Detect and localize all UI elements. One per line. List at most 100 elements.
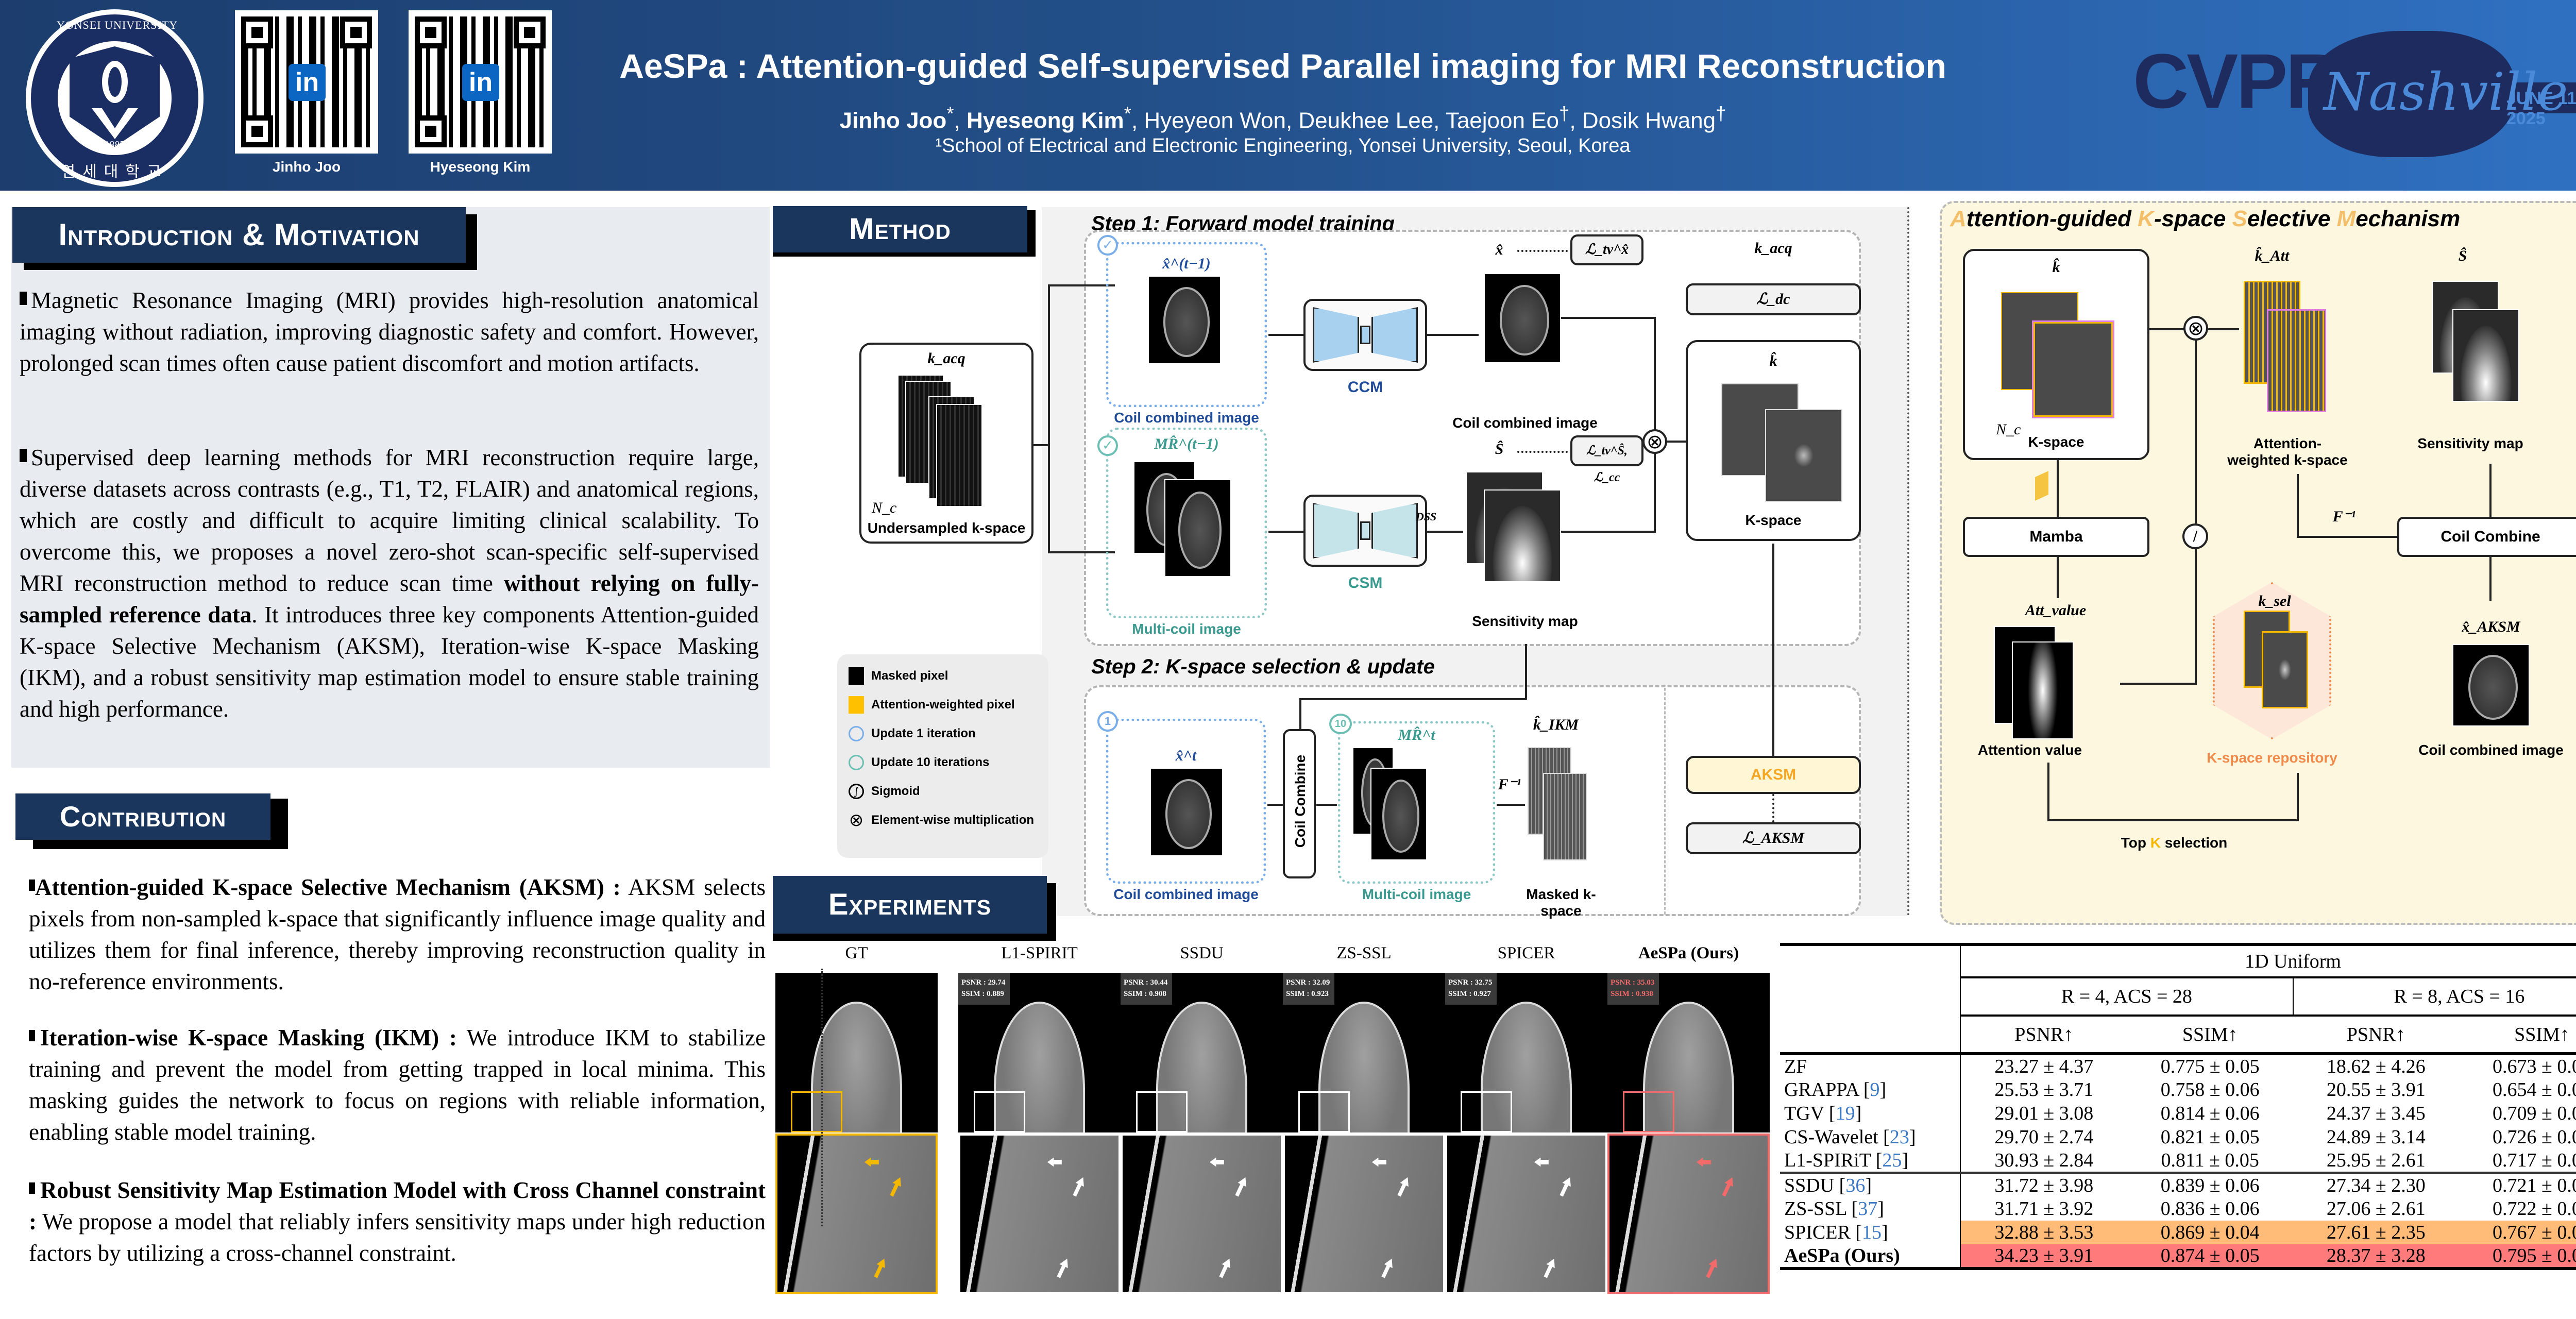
logo-date-text: JUNE 11-15, 2025 — [2506, 89, 2576, 128]
table-cell: 0.654 ± 0.07 — [2493, 1079, 2576, 1101]
citation-link[interactable]: 25 — [1882, 1149, 1902, 1171]
experiments-heading: Experiments — [773, 876, 1056, 941]
column-header: SPICER — [1497, 944, 1555, 962]
method-heading: Method — [773, 206, 1036, 257]
zoomed-region-image — [958, 1134, 1121, 1294]
yonsei-university-seal: YONSEI UNIVERSITY 1885 연세대학교 — [26, 9, 204, 187]
kspace-output-box: k̂ K-space — [1686, 340, 1861, 541]
poster-title: AeSPa : Attention-guided Self-supervised… — [619, 47, 1946, 85]
zoomed-region-image — [1607, 1134, 1770, 1294]
method-name: CS-Wavelet [23] — [1780, 1125, 1961, 1149]
zoomed-region-image — [1445, 1134, 1607, 1294]
table-cell: 0.836 ± 0.06 — [2160, 1198, 2260, 1220]
table-cell: 0.721 ± 0.07 — [2493, 1175, 2576, 1196]
table-cell: 0.874 ± 0.05 — [2127, 1244, 2293, 1269]
introduction-heading: Introduction & Motivation — [12, 207, 477, 270]
arrow-icon — [1209, 1157, 1224, 1167]
cvpr-nashville-logo: CVPR Nashville JUNE 11-15, 2025 — [2128, 31, 2576, 160]
kspace-slice — [2032, 320, 2114, 418]
method-legend: Masked pixel Attention-weighted pixel Up… — [837, 654, 1048, 858]
table-cell: 23.27 ± 4.37 — [1994, 1056, 2094, 1077]
element-wise-multiplication-icon: ⊗ — [2183, 316, 2208, 341]
update-10-iterations-icon: ✓ — [1097, 435, 1118, 456]
table-cell: 0.869 ± 0.04 — [2127, 1221, 2293, 1244]
mri-image — [1164, 479, 1231, 577]
sensitivity-map-image — [2452, 309, 2519, 402]
author-mark: * — [1124, 103, 1131, 124]
table-cell: 0.722 ± 0.07 — [2493, 1198, 2576, 1220]
mri-image — [1484, 273, 1561, 363]
metric-header: SSIM↑ — [2459, 1014, 2576, 1054]
coil-combined-output-box — [1106, 719, 1266, 884]
qr-code-jinho-joo[interactable]: in — [235, 10, 378, 154]
roi-box — [1298, 1091, 1350, 1132]
author-mark: * — [946, 103, 954, 124]
arrow-icon — [1395, 1175, 1412, 1198]
seal-korean: 연세대학교 — [61, 163, 168, 180]
roi-box — [1136, 1091, 1188, 1132]
arrow-icon — [1371, 1157, 1386, 1167]
zoomed-region-image — [1283, 1134, 1445, 1294]
kspace-slice — [1765, 409, 1842, 502]
table-cell: 0.767 ± 0.05 — [2459, 1221, 2576, 1244]
column-header: L1-SPIRIT — [1001, 944, 1078, 962]
author-name: Dosik Hwang — [1582, 108, 1716, 133]
arrow-icon — [887, 1175, 904, 1198]
citation-link[interactable]: 15 — [1861, 1222, 1882, 1243]
citation-link[interactable]: 37 — [1858, 1198, 1878, 1220]
qr-label: Jinho Joo — [272, 159, 341, 175]
arrow-icon — [1217, 1257, 1234, 1279]
citation-link[interactable]: 23 — [1889, 1126, 1909, 1148]
legend-item: ⊗Element-wise multiplication — [849, 810, 1035, 831]
top-k-selection-label: Top K selection — [2121, 835, 2228, 851]
table-cell: 20.55 ± 3.91 — [2326, 1079, 2426, 1101]
intro-paragraph-1: Magnetic Resonance Imaging (MRI) provide… — [20, 288, 759, 376]
legend-item: ∫Sigmoid — [837, 777, 1048, 806]
table-corner — [1780, 1016, 1961, 1054]
contribution-item: Robust Sensitivity Map Estimation Model … — [29, 1177, 766, 1266]
arrow-icon — [1055, 1257, 1072, 1279]
table-cell: 0.814 ± 0.06 — [2160, 1103, 2260, 1124]
citation-link[interactable]: 19 — [1835, 1103, 1855, 1124]
method-name: SPICER [15] — [1780, 1221, 1961, 1244]
step2-title: Step 2: K-space selection & update — [1091, 655, 1435, 678]
table-cell: 0.839 ± 0.06 — [2160, 1175, 2260, 1196]
metric-header: PSNR↑ — [2293, 1014, 2459, 1054]
table-cell: 24.37 ± 3.45 — [2326, 1103, 2426, 1124]
arrow-icon — [1534, 1157, 1549, 1167]
multicoil-output-box — [1338, 721, 1495, 884]
linkedin-icon: in — [462, 64, 499, 101]
method-name: SSDU [36] — [1780, 1173, 1961, 1197]
aksm-block: AKSM — [1686, 756, 1861, 794]
logo-city-text: Nashville — [2324, 62, 2568, 122]
table-cell: 31.71 ± 3.92 — [1994, 1198, 2094, 1220]
citation-link[interactable]: 9 — [1870, 1079, 1880, 1101]
table-cell: 29.70 ± 2.74 — [1994, 1126, 2094, 1148]
zoomed-region-image — [775, 1134, 938, 1294]
table-header-row: PSNR↑SSIM↑PSNR↑SSIM↑ — [1780, 1014, 2576, 1054]
citation-link[interactable]: 36 — [1845, 1175, 1866, 1196]
method-name: GRAPPA [9] — [1780, 1078, 1961, 1102]
table-cell: 24.89 ± 3.14 — [2326, 1126, 2426, 1148]
table-header-row: 1D Uniform — [1780, 944, 2576, 977]
column-header: AeSPa (Ours) — [1638, 944, 1739, 962]
method-name: TGV [19] — [1780, 1102, 1961, 1125]
bullet-icon — [20, 292, 27, 305]
qr-code-hyeseong-kim[interactable]: in — [409, 10, 552, 154]
contribution-heading: Contribution — [15, 793, 288, 849]
attention-weighted-kspace-slice — [2267, 309, 2326, 412]
arrow-icon — [1070, 1175, 1087, 1198]
arrow-icon — [1704, 1257, 1721, 1279]
table-cell: 27.34 ± 2.30 — [2326, 1175, 2426, 1196]
group-header: 1D Uniform — [2245, 950, 2341, 972]
